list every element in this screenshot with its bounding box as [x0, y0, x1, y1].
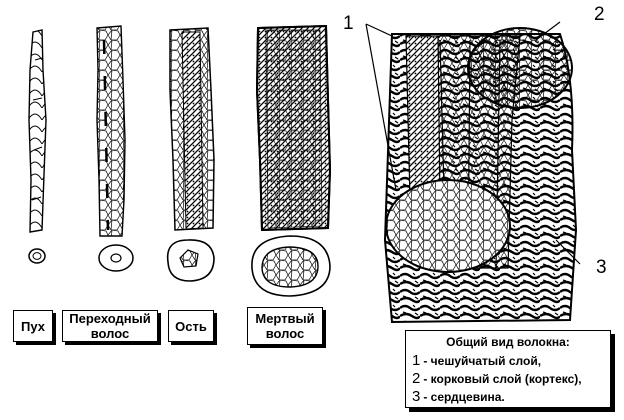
legend-item-2-num: 2: [412, 370, 421, 387]
down-cross-section: [28, 248, 46, 264]
legend-item-3-text: - сердцевина.: [423, 390, 505, 404]
legend-title: Общий вид волокна:: [446, 335, 570, 349]
callout-3: 3: [596, 257, 607, 278]
callout-1: 1: [343, 13, 354, 34]
dead-cross-section: [251, 235, 331, 297]
transitional-fiber: [96, 25, 126, 237]
dead-fiber: [255, 24, 332, 232]
awn-cross-section: [166, 239, 215, 282]
fiber-general-view: [365, 21, 581, 324]
legend-item-1-num: 1: [412, 352, 421, 369]
transitional-cross-section: [98, 244, 134, 272]
label-down: Пух: [13, 310, 53, 342]
legend-box: Общий вид волокна: 1- чешуйчатый слой, 2…: [405, 330, 611, 408]
label-awn: Ость: [168, 310, 214, 342]
down-fiber: [28, 29, 47, 233]
legend-item-2: 2- корковый слой (кортекс),: [412, 370, 604, 388]
callout-2: 2: [594, 4, 605, 25]
legend-item-3-num: 3: [412, 388, 421, 405]
legend-item-1: 1- чешуйчатый слой,: [412, 352, 604, 370]
label-dead: Мертвый волос: [247, 307, 323, 345]
legend-item-1-text: - чешуйчатый слой,: [423, 354, 542, 368]
legend-item-2-text: - корковый слой (кортекс),: [423, 372, 582, 386]
label-transitional: Переходный волос: [62, 310, 158, 342]
awn-fiber: [169, 27, 215, 231]
legend-item-3: 3- сердцевина.: [412, 388, 604, 406]
